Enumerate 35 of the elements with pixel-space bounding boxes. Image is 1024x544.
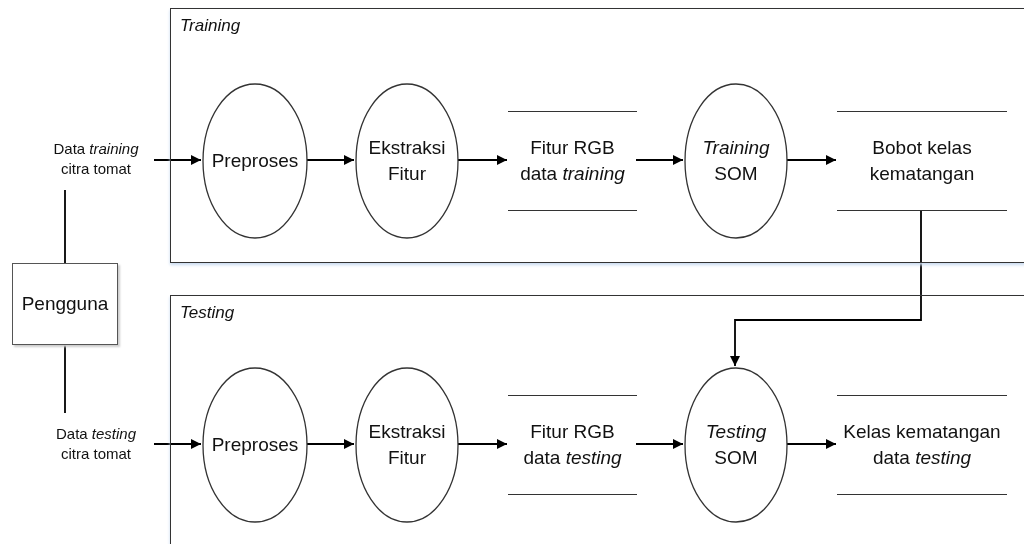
group-frame xyxy=(170,8,1024,263)
node-label: Pengguna xyxy=(21,292,109,317)
data-store xyxy=(508,395,637,495)
process-circle xyxy=(355,367,459,523)
arrow xyxy=(153,155,202,165)
arrow xyxy=(635,155,684,165)
node-label: Preproses xyxy=(211,149,299,174)
node-label: Training SOM xyxy=(701,136,771,186)
group-title: Testing xyxy=(180,302,235,324)
data-store xyxy=(837,111,1007,211)
process-circle xyxy=(355,83,459,239)
node-label: Ekstraksi Fitur xyxy=(367,420,447,470)
arrow xyxy=(635,439,684,449)
process-circle xyxy=(684,83,788,239)
data-store xyxy=(837,395,1007,495)
arrow xyxy=(153,439,202,449)
process-circle xyxy=(202,367,308,523)
connector-line xyxy=(64,344,66,414)
process-circle xyxy=(684,367,788,523)
node-label: Fitur RGB data training xyxy=(519,136,626,186)
node-label: Fitur RGB data testing xyxy=(522,420,623,470)
arrow xyxy=(730,209,922,367)
node-label: Preproses xyxy=(211,433,299,458)
data-flow-label: Data testing citra tomat xyxy=(54,423,138,464)
entity-box xyxy=(12,263,118,345)
node-label: Ekstraksi Fitur xyxy=(367,136,447,186)
group-frame xyxy=(170,295,1024,544)
data-flow-label: Data training citra tomat xyxy=(52,138,140,179)
node-label: Testing SOM xyxy=(704,420,768,470)
data-store xyxy=(508,111,637,211)
node-label: Bobot kelas kematangan xyxy=(868,136,976,186)
node-label: Kelas kematangan data testing xyxy=(842,420,1002,470)
connector-line xyxy=(64,189,66,264)
process-circle xyxy=(202,83,308,239)
group-title: Training xyxy=(180,15,241,37)
